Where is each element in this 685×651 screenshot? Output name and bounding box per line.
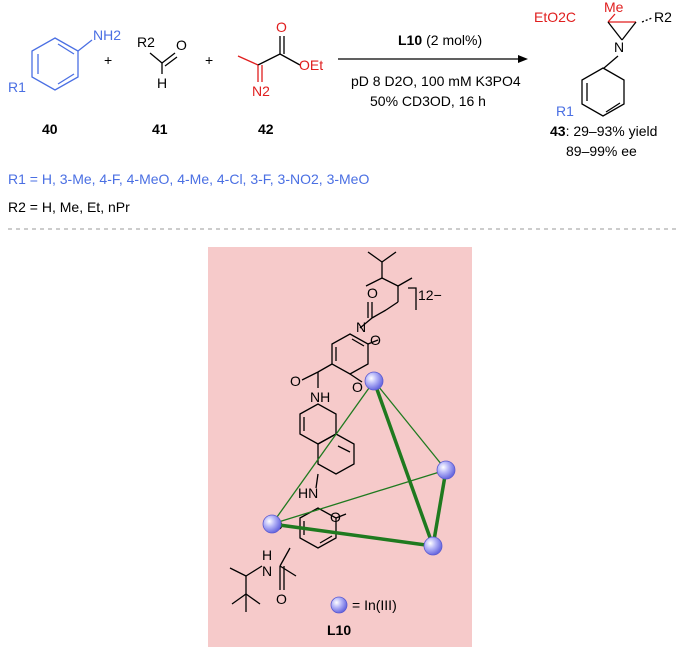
catalyst-loading: (2 mol%) xyxy=(426,32,482,48)
ee-range: 89–99% ee xyxy=(566,143,637,159)
label-41: 41 xyxy=(152,121,168,137)
charge-label: 12− xyxy=(418,287,442,303)
aziridine-nitrogen: N xyxy=(614,39,624,55)
amine-group: NH2 xyxy=(93,27,121,43)
compound-42: O OEt N2 42 xyxy=(237,19,323,137)
r1-scope: R1 = H, 3-Me, 4-F, 4-MeO, 4-Me, 4-Cl, 3-… xyxy=(8,171,369,187)
legend-sphere-icon xyxy=(330,596,348,614)
amide-o-upper: O xyxy=(290,373,301,389)
lower-amide-h: H xyxy=(262,547,272,563)
r2-group: R2 xyxy=(137,34,155,50)
upper-amide-o: O xyxy=(367,285,378,301)
methyl-group: Me xyxy=(604,0,624,15)
phenol-o-1: O xyxy=(370,332,381,348)
carbonyl-oxygen: O xyxy=(276,19,287,35)
upper-amide-n: N xyxy=(356,319,366,335)
product-43: EtO2C Me R2 N R1 43: 29–93% yield 89–99%… xyxy=(534,0,672,159)
svg-text:L10(2 mol%): L10(2 mol%) xyxy=(398,32,482,48)
yield-range: : 29–93% yield xyxy=(566,123,658,139)
aldehyde-hydrogen: H xyxy=(157,75,167,91)
tetrahedron xyxy=(271,380,448,548)
condition-line-2: 50% CD3OD, 16 h xyxy=(370,93,486,109)
indium-sphere-4 xyxy=(423,536,443,556)
amide-nh-upper: NH xyxy=(310,389,330,405)
lower-amide-n: N xyxy=(262,563,272,579)
indium-sphere-3 xyxy=(262,514,282,534)
aldehyde-oxygen: O xyxy=(176,37,187,53)
ligand-label: L10 xyxy=(327,622,351,638)
condition-line-1: pD 8 D2O, 100 mM K3PO4 xyxy=(351,73,521,89)
ethoxy-group: OEt xyxy=(299,57,323,73)
compound-40: NH2 R1 40 xyxy=(8,27,121,137)
amide-o-lower: O xyxy=(330,509,341,525)
compound-41: R2 O H 41 xyxy=(137,34,187,137)
amide-hn-lower: HN xyxy=(298,485,318,501)
r1-group: R1 xyxy=(8,79,26,95)
phenol-o-2: O xyxy=(352,379,363,395)
plus-sign-1: + xyxy=(104,52,112,68)
reaction-arrow: L10(2 mol%) pD 8 D2O, 100 mM K3PO4 50% C… xyxy=(338,32,528,109)
ester-group: EtO2C xyxy=(534,9,576,25)
r2-scope: R2 = H, Me, Et, nPr xyxy=(8,199,130,215)
r2-substituent: R2 xyxy=(654,9,672,25)
catalyst-name: L10 xyxy=(398,32,422,48)
indium-sphere-2 xyxy=(436,460,456,480)
label-40: 40 xyxy=(42,121,58,137)
legend-text: = In(III) xyxy=(352,597,397,613)
label-42: 42 xyxy=(258,121,274,137)
lower-amide-o: O xyxy=(276,591,287,607)
plus-sign-2: + xyxy=(205,52,213,68)
product-r1: R1 xyxy=(556,103,574,119)
svg-text:43: 29–93% yield: 43: 29–93% yield xyxy=(550,123,657,139)
indium-sphere-1 xyxy=(364,371,384,391)
diazo-group: N2 xyxy=(252,83,270,99)
label-43: 43 xyxy=(550,123,566,139)
